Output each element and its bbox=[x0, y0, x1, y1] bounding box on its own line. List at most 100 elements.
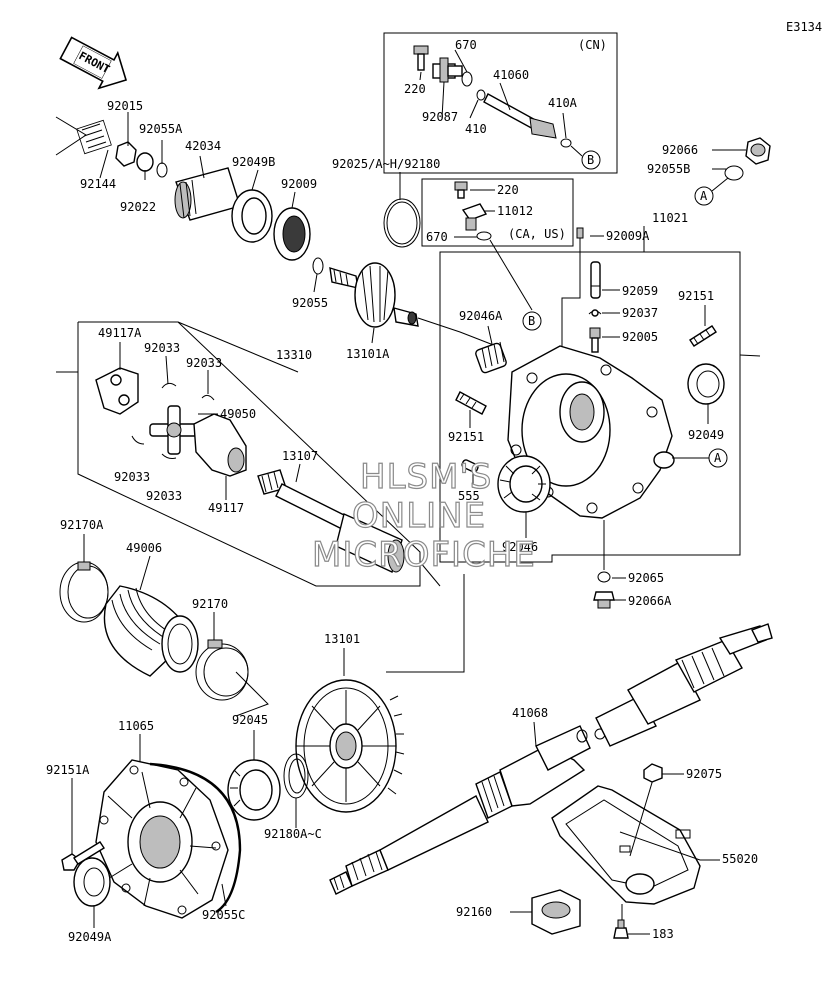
label-13310[interactable]: 13310 bbox=[276, 348, 312, 362]
oring-92055b bbox=[724, 165, 744, 181]
bolt-220-us bbox=[454, 181, 468, 199]
label-41060[interactable]: 41060 bbox=[493, 68, 529, 82]
yoke-49117 bbox=[193, 413, 247, 477]
connector-a-right[interactable] bbox=[708, 448, 728, 468]
label-92037[interactable]: 92037 bbox=[622, 306, 658, 320]
label-92170[interactable]: 92170 bbox=[192, 597, 228, 611]
pin-92059 bbox=[590, 261, 601, 299]
label-49006[interactable]: 49006 bbox=[126, 541, 162, 555]
label-13107[interactable]: 13107 bbox=[282, 449, 318, 463]
label-92046[interactable]: 92046 bbox=[502, 540, 538, 554]
ring-gear-13101 bbox=[295, 679, 405, 813]
label-92033-d[interactable]: 92033 bbox=[146, 489, 182, 503]
label-92033-c[interactable]: 92033 bbox=[114, 470, 150, 484]
clamp-92170a bbox=[59, 561, 109, 623]
bolt-92151a bbox=[61, 841, 105, 871]
connector-b-mid[interactable] bbox=[522, 311, 542, 331]
label-183[interactable]: 183 bbox=[652, 927, 674, 941]
label-92049b[interactable]: 92049B bbox=[232, 155, 275, 169]
label-92055b[interactable]: 92055B bbox=[647, 162, 690, 176]
label-13101a[interactable]: 13101A bbox=[346, 347, 390, 361]
washer-410 bbox=[476, 89, 486, 101]
connector-b-top[interactable] bbox=[581, 150, 601, 170]
label-11021[interactable]: 11021 bbox=[652, 211, 688, 225]
connector-a-top-label: A bbox=[700, 189, 708, 203]
plug-92066a bbox=[593, 591, 615, 609]
label-92033-a[interactable]: 92033 bbox=[144, 341, 180, 355]
circlip-92033-c bbox=[131, 435, 145, 445]
label-92055c[interactable]: 92055C bbox=[202, 908, 245, 922]
bearing-92046a bbox=[475, 341, 507, 374]
label-92075[interactable]: 92075 bbox=[686, 767, 722, 781]
watermark: HLSM'S ONLINE MICROFICHE bbox=[311, 456, 535, 575]
label-92009[interactable]: 92009 bbox=[281, 177, 317, 191]
label-92087[interactable]: 92087 bbox=[422, 110, 458, 124]
connector-a-right-label: A bbox=[714, 451, 722, 465]
label-410a[interactable]: 410A bbox=[548, 96, 578, 110]
sensor-92087 bbox=[432, 57, 463, 83]
sensor-11012 bbox=[461, 203, 488, 231]
label-92015[interactable]: 92015 bbox=[107, 99, 143, 113]
label-92151a[interactable]: 92151A bbox=[46, 763, 90, 777]
sleeve-42034 bbox=[174, 167, 241, 221]
stud-92151-left bbox=[455, 391, 487, 415]
plate-55020 bbox=[551, 785, 701, 905]
label-55020[interactable]: 55020 bbox=[722, 852, 758, 866]
label-220-us[interactable]: 220 bbox=[497, 183, 519, 197]
label-92055[interactable]: 92055 bbox=[292, 296, 328, 310]
cover-11065 bbox=[95, 759, 229, 919]
label-220-cn[interactable]: 220 bbox=[404, 82, 426, 96]
label-92046a[interactable]: 92046A bbox=[459, 309, 503, 323]
gasket-92055c bbox=[149, 762, 242, 914]
watermark-line-1: HLSM'S bbox=[360, 457, 492, 497]
label-92049[interactable]: 92049 bbox=[688, 428, 724, 442]
label-92066a[interactable]: 92066A bbox=[628, 594, 672, 608]
ca-us-variant-box bbox=[421, 178, 574, 247]
label-41068[interactable]: 41068 bbox=[512, 706, 548, 720]
label-670-cn[interactable]: 670 bbox=[455, 38, 477, 52]
label-92160[interactable]: 92160 bbox=[456, 905, 492, 919]
label-92033-b[interactable]: 92033 bbox=[186, 356, 222, 370]
label-670-us[interactable]: 670 bbox=[426, 230, 448, 244]
label-92065[interactable]: 92065 bbox=[628, 571, 664, 585]
label-92049a[interactable]: 92049A bbox=[68, 930, 112, 944]
label-92055a[interactable]: 92055A bbox=[139, 122, 183, 136]
label-92180ac[interactable]: 92180A~C bbox=[264, 827, 322, 841]
diagram-code: E3134 bbox=[786, 20, 822, 34]
label-49117[interactable]: 49117 bbox=[208, 501, 244, 515]
clip-92037 bbox=[588, 309, 602, 317]
label-11012[interactable]: 11012 bbox=[497, 204, 533, 218]
bolt-220-cn bbox=[413, 45, 429, 71]
label-92025[interactable]: 92025/A~H/92180 bbox=[332, 157, 440, 171]
label-92005[interactable]: 92005 bbox=[622, 330, 658, 344]
label-410[interactable]: 410 bbox=[465, 122, 487, 136]
connector-a-top[interactable] bbox=[694, 186, 714, 206]
label-49050[interactable]: 49050 bbox=[220, 407, 256, 421]
nut-92015 bbox=[115, 141, 137, 167]
label-92151-left[interactable]: 92151 bbox=[448, 430, 484, 444]
circlip-92033-a bbox=[161, 382, 177, 389]
variant-ca-us-label: (CA, US) bbox=[508, 227, 566, 241]
label-13101[interactable]: 13101 bbox=[324, 632, 360, 646]
watermark-line-2: ONLINE bbox=[352, 496, 486, 536]
label-92009a[interactable]: 92009A bbox=[606, 229, 650, 243]
circlip-92033-b bbox=[201, 394, 215, 401]
label-92170a[interactable]: 92170A bbox=[60, 518, 104, 532]
shaft-41060 bbox=[483, 93, 557, 139]
label-555[interactable]: 555 bbox=[458, 489, 480, 503]
seal-92049a bbox=[73, 857, 111, 907]
label-92144[interactable]: 92144 bbox=[80, 177, 116, 191]
washer-92022 bbox=[136, 152, 154, 172]
clamp-92170 bbox=[195, 639, 249, 701]
label-49117a[interactable]: 49117A bbox=[98, 326, 142, 340]
label-92022[interactable]: 92022 bbox=[120, 200, 156, 214]
label-42034[interactable]: 42034 bbox=[185, 139, 221, 153]
label-92045[interactable]: 92045 bbox=[232, 713, 268, 727]
seal-92009 bbox=[273, 207, 311, 261]
label-92066[interactable]: 92066 bbox=[662, 143, 698, 157]
label-92059[interactable]: 92059 bbox=[622, 284, 658, 298]
label-92151-right[interactable]: 92151 bbox=[678, 289, 714, 303]
bearing-92049b bbox=[231, 189, 273, 243]
label-11065[interactable]: 11065 bbox=[118, 719, 154, 733]
